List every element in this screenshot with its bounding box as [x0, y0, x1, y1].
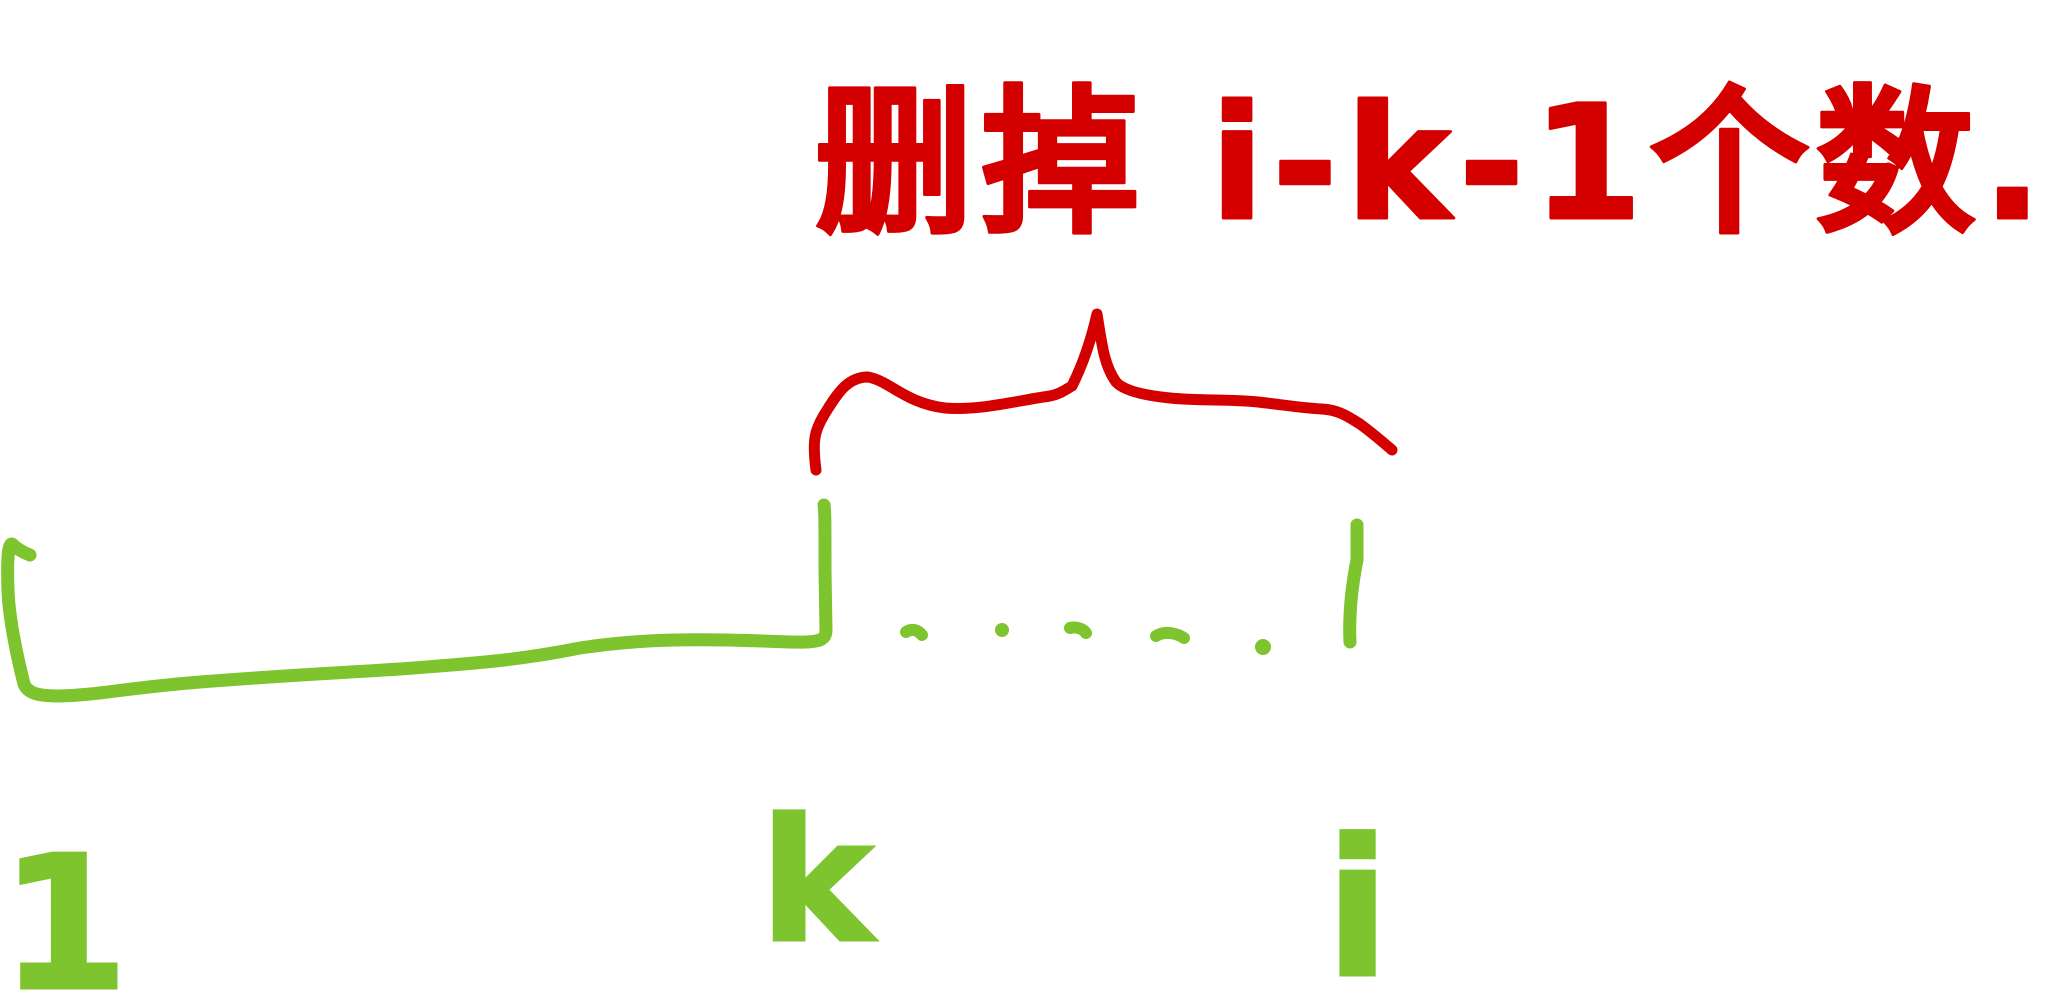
dot-2	[995, 623, 1009, 637]
label-i: i	[1325, 799, 1390, 1000]
delete-annotation: 删掉 i-k-1个数.	[815, 72, 2050, 256]
dot-3	[1064, 621, 1092, 639]
dot-4	[1150, 626, 1190, 644]
label-1: 1	[0, 816, 129, 1000]
dot-1	[900, 623, 928, 641]
tick-i	[1343, 518, 1364, 649]
dot-5	[1255, 639, 1271, 655]
label-k: k	[760, 783, 877, 981]
red-curly-brace	[808, 308, 1398, 476]
green-bracket-1-to-k	[1, 498, 833, 703]
